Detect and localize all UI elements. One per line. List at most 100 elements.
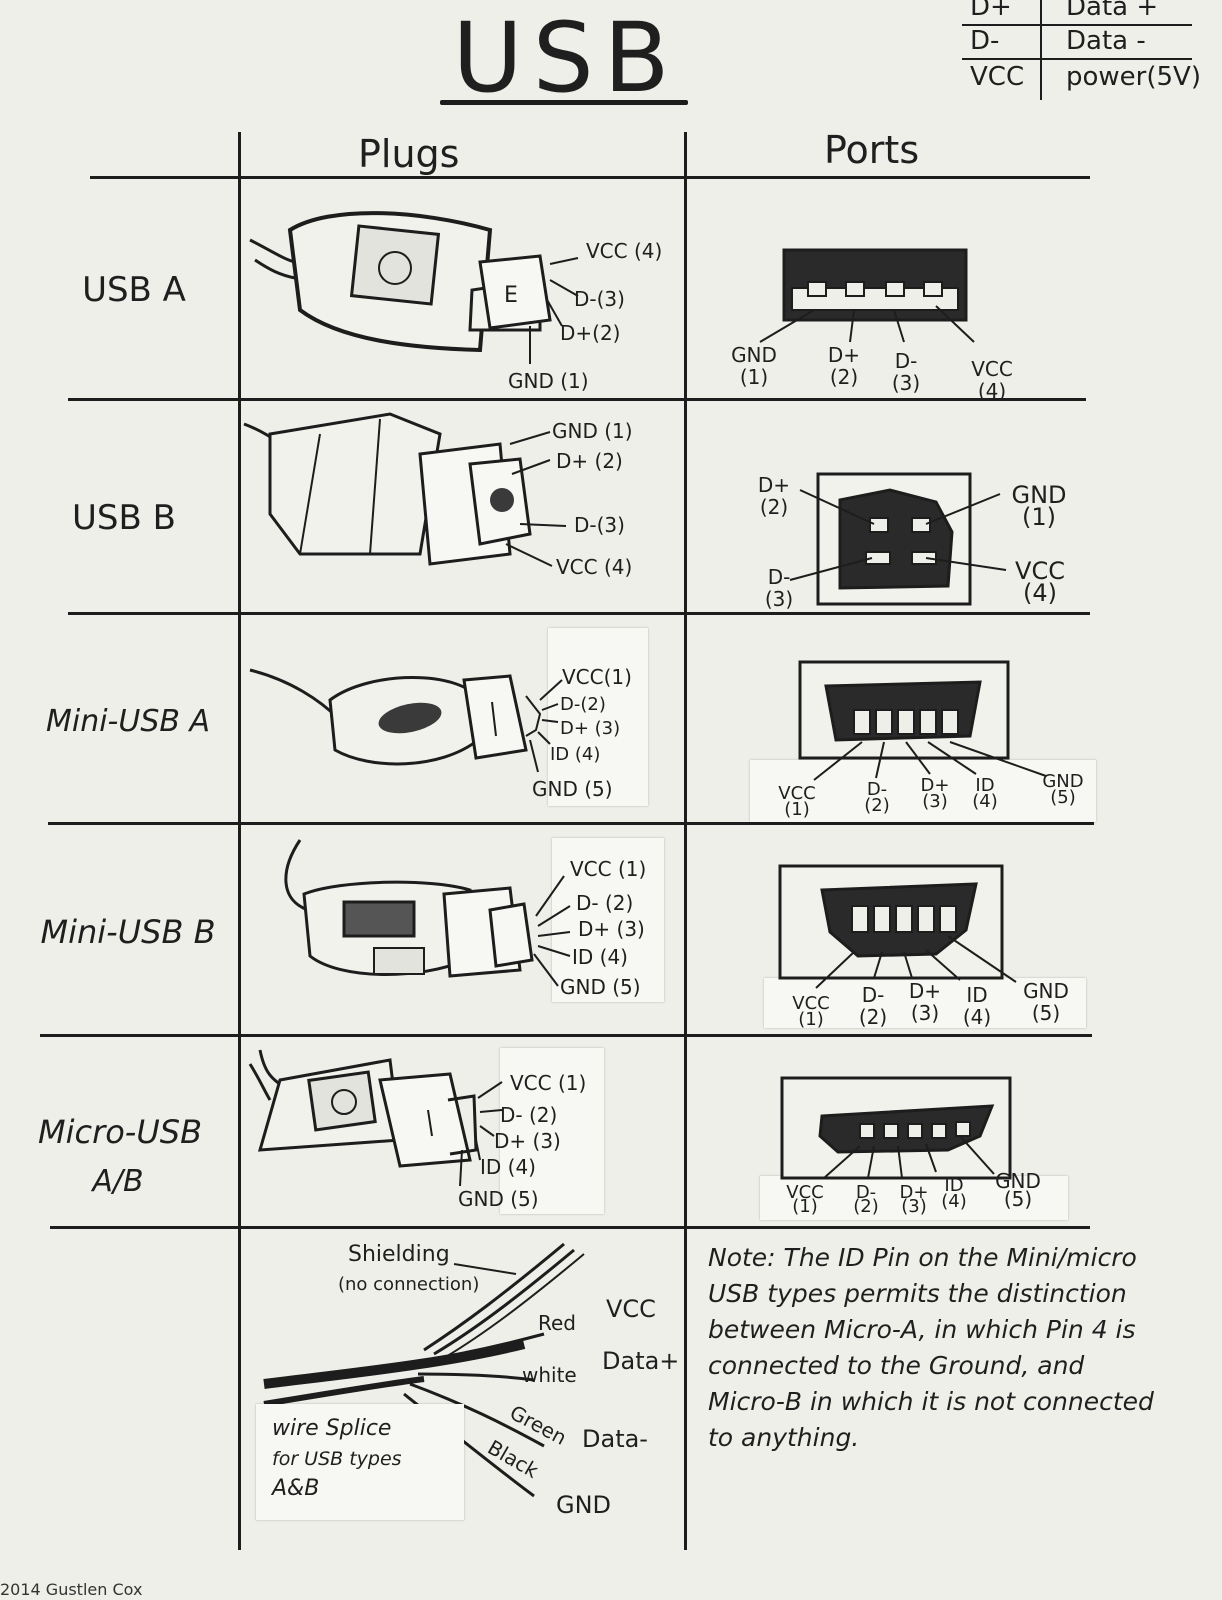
usb-a-plug-pin-label: GND (1) <box>508 369 589 393</box>
id-pin-note: Note: The ID Pin on the Mini/micro USB t… <box>708 1243 1154 1452</box>
mini-usb-a-plug-pin-label: VCC(1) <box>562 665 632 689</box>
pin-number: (2) <box>853 1196 879 1217</box>
usb-a-plug-pin-label: D+(2) <box>560 321 621 345</box>
pin-number: (4) <box>941 1191 967 1212</box>
shielding-note: (no connection) <box>338 1274 480 1295</box>
row-label-micro-usb-variant: A/B <box>92 1164 144 1199</box>
mini-usb-b-plug-drawing <box>284 839 571 987</box>
pin-number: (5) <box>1050 787 1076 808</box>
mini-usb-a-port-pin: GND(5) <box>1038 773 1088 808</box>
usb-b-port-pin: D-(3) <box>754 566 804 610</box>
signal-legend: D+ Data + D- Data - VCC power(5V) <box>962 0 1222 100</box>
wire-signal-label: Data- <box>582 1425 648 1453</box>
pin-name: ID <box>975 775 995 796</box>
splice-note-line: for USB types <box>272 1448 402 1470</box>
pin-number: (1) <box>798 1009 824 1030</box>
paper-patch <box>750 760 1096 822</box>
usb-b-plug-pin-label: D+ (2) <box>556 449 623 473</box>
row-rule <box>684 822 1094 825</box>
mini-usb-b-port-pin: ID(4) <box>952 984 1002 1028</box>
paper-patch <box>256 1404 464 1520</box>
usb-a-plug-pin-label: VCC (4) <box>586 239 663 263</box>
pin-name: D+ <box>899 1182 929 1203</box>
usb-b-plug-pin-label: VCC (4) <box>556 555 633 579</box>
mini-usb-a-plug-pin-label: ID (4) <box>550 744 601 765</box>
pin-number: (4) <box>977 379 1007 403</box>
pin-number: (4) <box>962 1005 992 1029</box>
wire-signal-label: GND <box>556 1491 612 1519</box>
column-divider-right <box>684 132 687 1550</box>
page-title: USB <box>452 2 680 114</box>
wire-splice-drawing <box>263 1242 585 1498</box>
mini-usb-a-port-pin: ID(4) <box>960 775 1010 812</box>
mini-usb-a-port-pin: D-(2) <box>852 779 902 815</box>
mini-usb-b-plug-pin-label: ID (4) <box>572 945 628 969</box>
pin-number: (1) <box>739 365 769 389</box>
pin-name: VCC <box>786 1182 824 1203</box>
pin-number: (3) <box>891 371 921 395</box>
shielding-label: Shielding <box>348 1242 450 1267</box>
pin-name: D+ <box>908 979 942 1003</box>
pin-number: (3) <box>922 791 948 812</box>
micro-usb-port-pin: VCC(1) <box>782 1182 828 1216</box>
pin-number: (1) <box>1022 503 1056 531</box>
mini-usb-b-port-pin: D+(3) <box>900 980 950 1024</box>
micro-usb-plug-drawing <box>248 1049 503 1187</box>
pin-number: (3) <box>764 587 794 611</box>
pin-number: (1) <box>784 799 810 820</box>
splice-note-line: wire Splice <box>272 1416 392 1441</box>
micro-usb-plug-pin-label: D+ (3) <box>494 1129 561 1153</box>
mini-usb-b-port-pin: GND(5) <box>1018 980 1074 1024</box>
splice-note-line: A&B <box>272 1476 320 1501</box>
mini-usb-b-plug-pin-label: VCC (1) <box>570 857 647 881</box>
header-rule <box>90 176 1090 179</box>
wire-signal-label: VCC <box>606 1295 656 1323</box>
micro-usb-plug-pin-label: VCC (1) <box>510 1071 587 1095</box>
usb-a-plug-pin-label: D-(3) <box>574 287 625 311</box>
pin-number: (4) <box>972 791 998 812</box>
legend-row: D+ Data + <box>962 0 1222 22</box>
legend-rule <box>962 58 1192 60</box>
mini-usb-b-plug-pin-label: D+ (3) <box>578 917 645 941</box>
pin-name: D- <box>866 779 888 800</box>
usb-b-plug-pin-label: GND (1) <box>552 419 633 443</box>
pin-number: (2) <box>829 365 859 389</box>
micro-usb-plug-pin-label: GND (5) <box>458 1187 539 1211</box>
pin-number: (3) <box>901 1196 927 1217</box>
column-divider-left <box>238 132 241 1550</box>
paper-patch <box>548 628 648 806</box>
pin-name: ID <box>944 1175 964 1196</box>
legend-signal: VCC <box>970 62 1025 92</box>
micro-usb-plug-pin-label: ID (4) <box>480 1155 536 1179</box>
row-rule <box>40 1034 1092 1037</box>
row-label-usb-b: USB B <box>72 498 176 538</box>
pin-name: D+ <box>757 473 791 497</box>
wire-color-label: Red <box>538 1311 576 1335</box>
micro-usb-port-pin: D-(2) <box>846 1182 886 1217</box>
mini-usb-a-plug-pin-label: D-(2) <box>560 694 606 715</box>
paper-patch <box>760 1176 1068 1220</box>
row-label-mini-usb-b: Mini-USB B <box>40 913 216 951</box>
pin-name: VCC <box>792 993 830 1014</box>
legend-meaning: Data + <box>1066 0 1159 22</box>
row-label-mini-usb-a: Mini-USB A <box>45 704 211 739</box>
row-rule <box>68 398 1086 401</box>
usb-b-plug-pin-label: D-(3) <box>574 513 625 537</box>
legend-row: VCC power(5V) <box>962 62 1222 92</box>
micro-usb-port-pin: GND(5) <box>990 1171 1046 1209</box>
pin-number: (2) <box>858 1005 888 1029</box>
paper-patch <box>500 1048 604 1214</box>
row-rule <box>50 1226 1090 1229</box>
mini-usb-b-plug-pin-label: GND (5) <box>560 975 641 999</box>
usb-b-port-pin: VCC(4) <box>1010 557 1070 605</box>
pin-name: VCC <box>1015 557 1065 585</box>
pin-name: D- <box>894 349 918 373</box>
pin-name: VCC <box>971 357 1013 381</box>
legend-divider <box>1040 0 1042 100</box>
pin-name: D- <box>855 1182 877 1203</box>
micro-usb-port-drawing <box>780 1076 1012 1180</box>
micro-usb-port-pin: ID(4) <box>934 1175 974 1212</box>
title-underline <box>440 100 688 105</box>
pin-name: D- <box>767 565 791 589</box>
mini-usb-b-plug-pin-label: D- (2) <box>576 891 634 915</box>
